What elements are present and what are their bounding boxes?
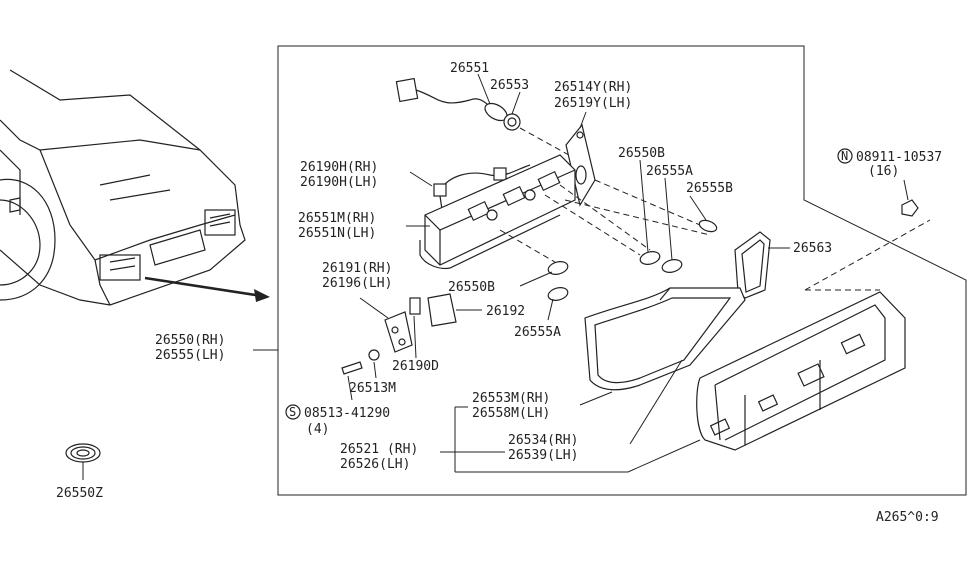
diagram-frame bbox=[277, 45, 967, 496]
label-26519y: 26519Y(LH) bbox=[554, 96, 632, 111]
label-26551n: 26551N(LH) bbox=[298, 226, 376, 241]
diagram-code: A265^0:9 bbox=[876, 510, 939, 525]
bolt-prefix: N bbox=[841, 149, 848, 163]
label-26555-lh: 26555(LH) bbox=[155, 348, 225, 363]
label-26555b: 26555B bbox=[686, 181, 733, 196]
label-26190d: 26190D bbox=[392, 359, 439, 374]
label-26514y: 26514Y(RH) bbox=[554, 80, 632, 95]
label-26190h-rh: 26190H(RH) bbox=[300, 160, 378, 175]
part-labels: 26551 26553 26514Y(RH) 26519Y(LH) 26190H… bbox=[56, 61, 942, 525]
label-26563: 26563 bbox=[793, 241, 832, 256]
nut-icon bbox=[901, 199, 919, 217]
coil-part-26550z bbox=[65, 443, 101, 463]
label-26192: 26192 bbox=[486, 304, 525, 319]
lens-gasket-26563 bbox=[734, 231, 771, 299]
label-26550z: 26550Z bbox=[56, 486, 103, 501]
lens-frame-26553m bbox=[584, 287, 746, 391]
label-26191: 26191(RH) bbox=[322, 261, 392, 276]
bulbs bbox=[547, 219, 718, 301]
screw-icon bbox=[341, 349, 380, 375]
label-screw-qty: (4) bbox=[306, 422, 329, 437]
label-08911-10537: 08911-10537 bbox=[856, 150, 942, 165]
label-08513-41290: 08513-41290 bbox=[304, 406, 390, 421]
label-26534: 26534(RH) bbox=[508, 433, 578, 448]
screw-prefix: S bbox=[289, 405, 296, 419]
bulb-26190d bbox=[409, 297, 421, 315]
car-rear-illustration bbox=[0, 69, 246, 306]
label-26550b-mid: 26550B bbox=[448, 280, 495, 295]
label-26550-rh: 26550(RH) bbox=[155, 333, 225, 348]
wire-harness-26190h bbox=[433, 164, 531, 231]
label-26190h-lh: 26190H(LH) bbox=[300, 175, 378, 190]
lamp-housing-26551m bbox=[419, 154, 576, 270]
label-26550b-top: 26550B bbox=[618, 146, 665, 161]
rear-lens-26521 bbox=[696, 291, 906, 451]
bolt-prefix-circle bbox=[837, 148, 853, 164]
grommet-26192 bbox=[427, 293, 457, 327]
label-26526: 26526(LH) bbox=[340, 457, 410, 472]
label-26513m: 26513M bbox=[349, 381, 396, 396]
label-26539: 26539(LH) bbox=[508, 448, 578, 463]
screw-prefix-circle bbox=[285, 404, 301, 420]
label-26521: 26521 (RH) bbox=[340, 442, 418, 457]
bulb-socket-wire-26551 bbox=[395, 77, 521, 131]
label-bolt-qty: (16) bbox=[868, 164, 899, 179]
label-26551m: 26551M(RH) bbox=[298, 211, 376, 226]
label-26196: 26196(LH) bbox=[322, 276, 392, 291]
label-26555a-mid: 26555A bbox=[514, 325, 561, 340]
label-26553: 26553 bbox=[490, 78, 529, 93]
label-26553m: 26553M(RH) bbox=[472, 391, 550, 406]
label-26555a-top: 26555A bbox=[646, 164, 693, 179]
bracket-26191 bbox=[384, 311, 413, 353]
label-26551: 26551 bbox=[450, 61, 489, 76]
label-26558m: 26558M(LH) bbox=[472, 406, 550, 421]
